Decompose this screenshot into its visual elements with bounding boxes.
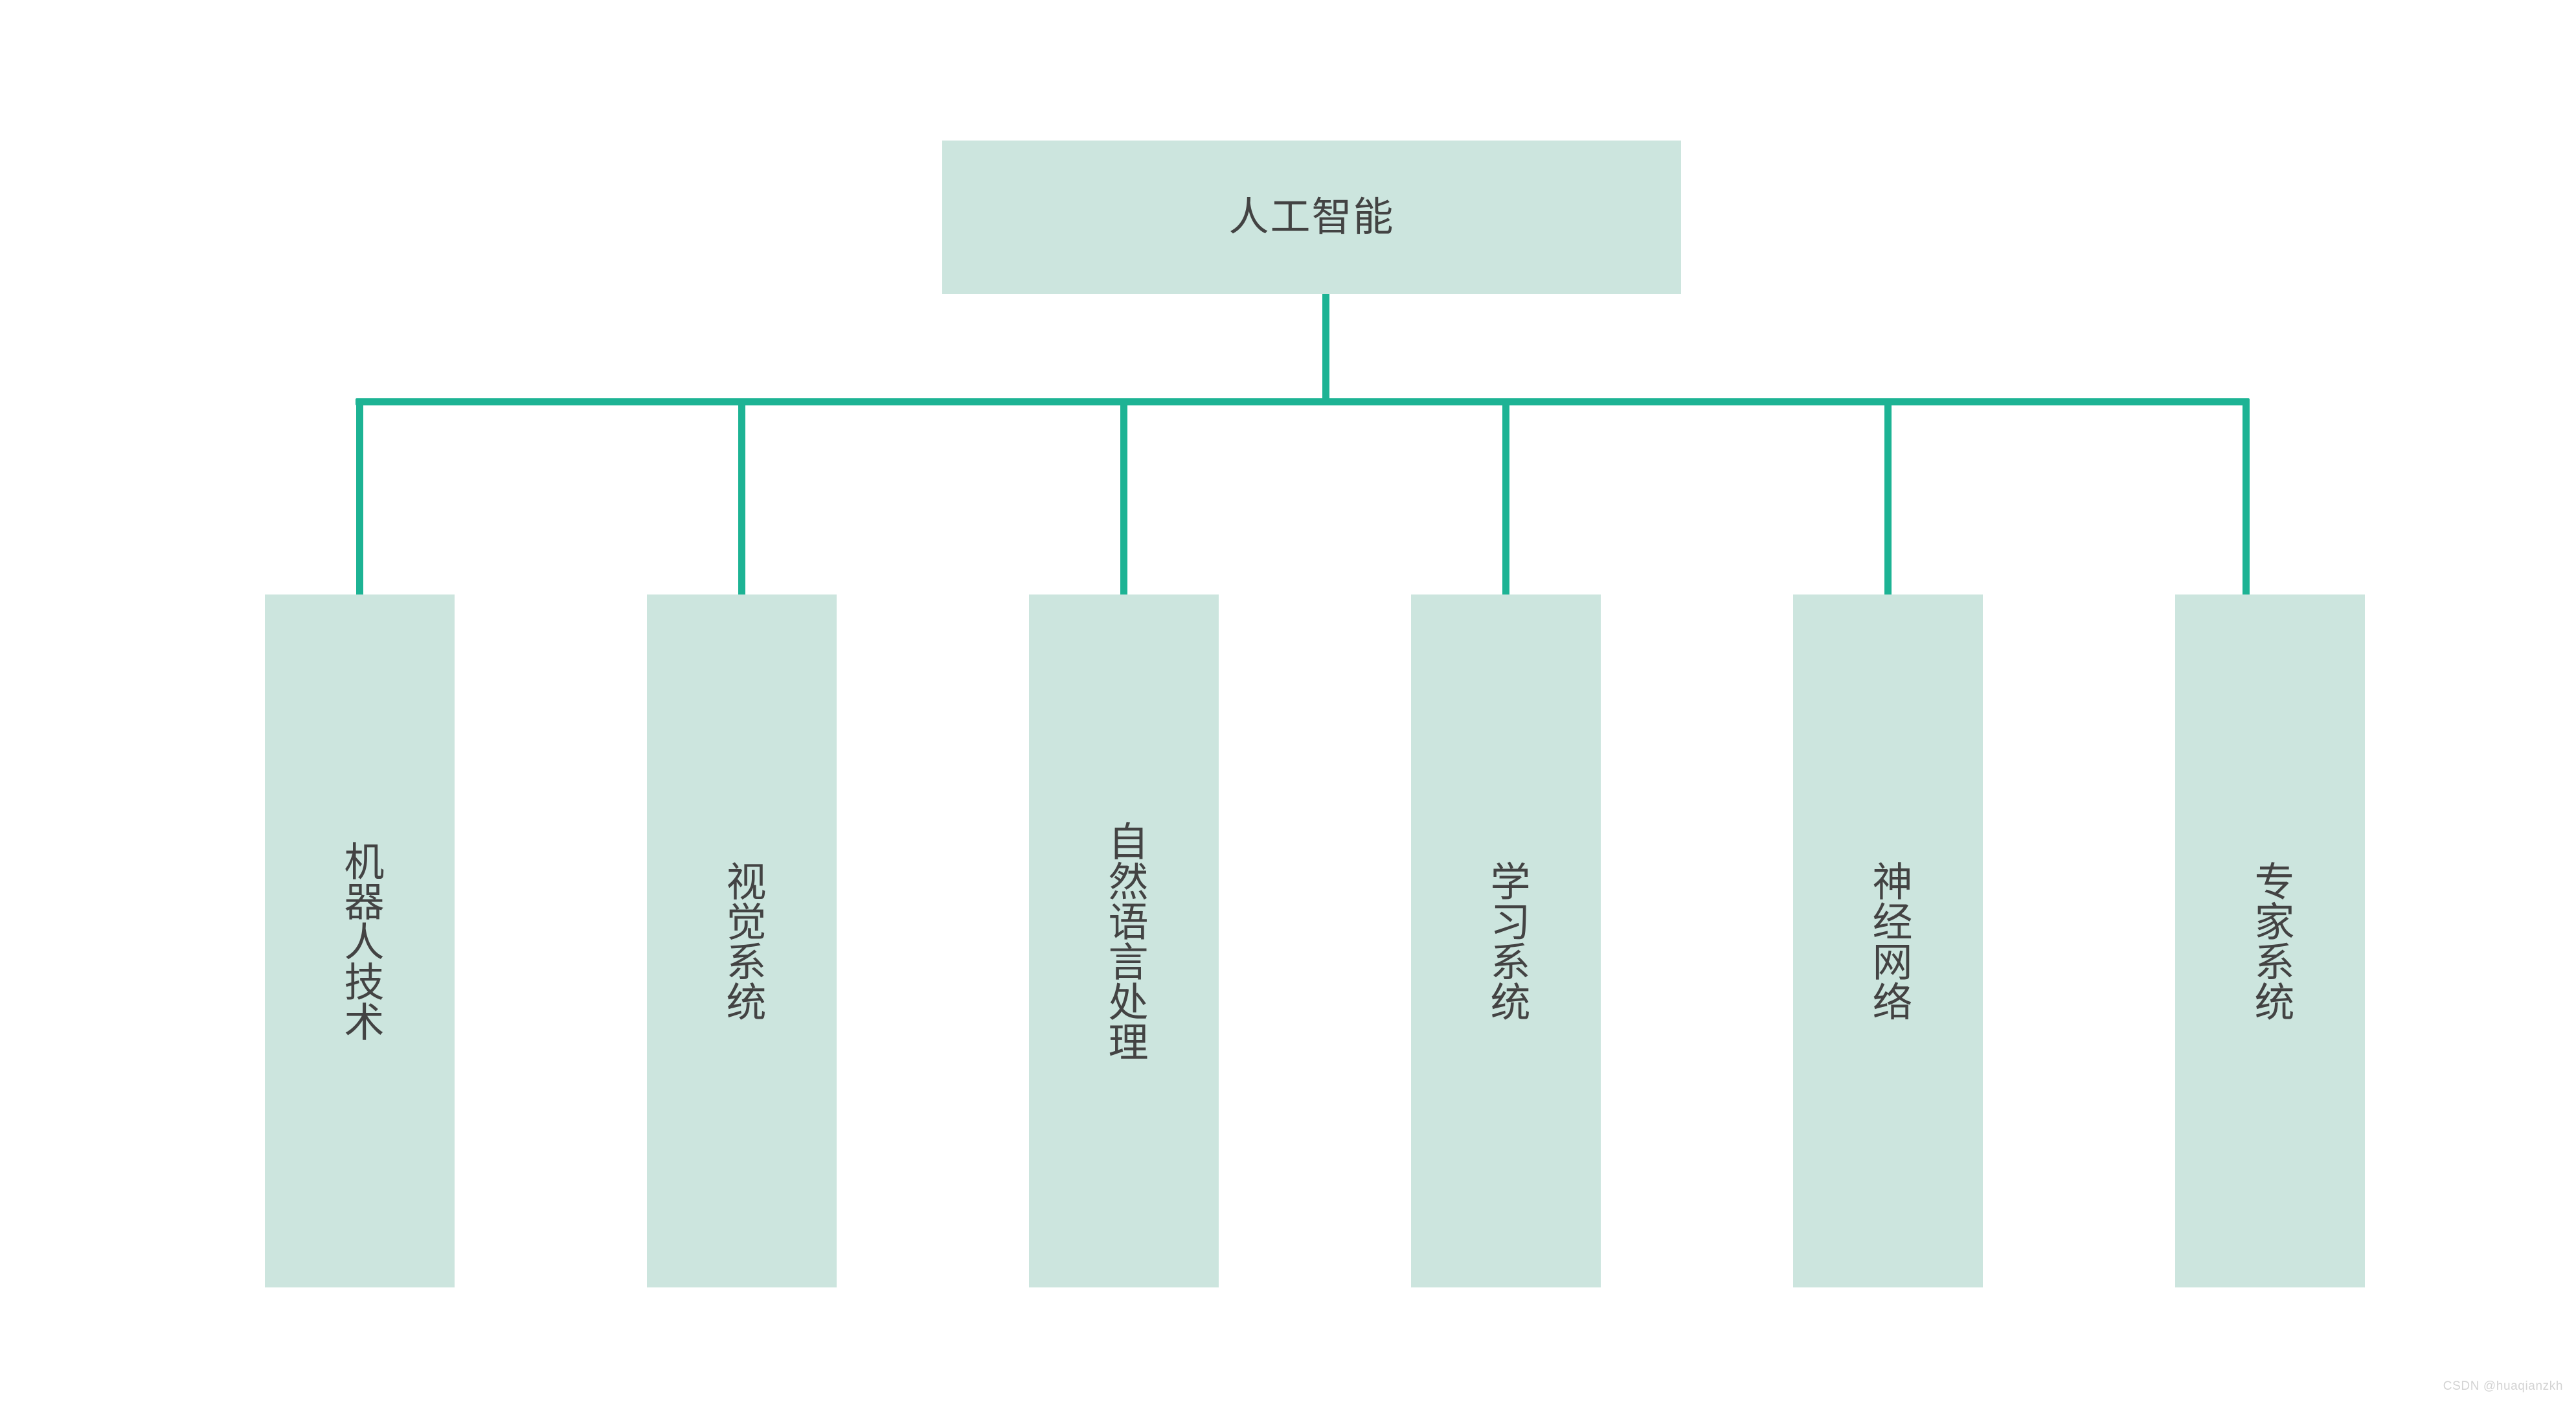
node-child-learning-system-label: 学习系统 <box>1484 861 1529 1021</box>
node-child-nlp[interactable]: 自然语言处理 <box>1029 594 1219 1287</box>
connector-drop-6 <box>2243 402 2250 596</box>
node-child-expert-system[interactable]: 专家系统 <box>2175 594 2365 1287</box>
connector-horizontal-bus <box>356 398 2250 405</box>
node-child-vision-system-label: 视觉系统 <box>719 861 765 1021</box>
node-child-expert-system-label: 专家系统 <box>2248 861 2293 1021</box>
connector-drop-5 <box>1884 402 1892 596</box>
node-root[interactable]: 人工智能 <box>942 141 1681 294</box>
connector-drop-1 <box>356 402 363 596</box>
node-child-nlp-label: 自然语言处理 <box>1102 821 1147 1061</box>
connector-drop-2 <box>738 402 745 596</box>
node-child-neural-network[interactable]: 神经网络 <box>1793 594 1983 1287</box>
node-child-robotics-label: 机器人技术 <box>337 841 383 1041</box>
connector-drop-4 <box>1502 402 1509 596</box>
node-child-vision-system[interactable]: 视觉系统 <box>647 594 837 1287</box>
node-child-robotics[interactable]: 机器人技术 <box>265 594 455 1287</box>
watermark: CSDN @huaqianzkh <box>2443 1379 2563 1393</box>
node-child-learning-system[interactable]: 学习系统 <box>1411 594 1601 1287</box>
connector-root-stem <box>1322 294 1329 405</box>
connector-drop-3 <box>1120 402 1127 596</box>
node-root-label: 人工智能 <box>1228 194 1395 240</box>
node-child-neural-network-label: 神经网络 <box>1866 861 1911 1021</box>
